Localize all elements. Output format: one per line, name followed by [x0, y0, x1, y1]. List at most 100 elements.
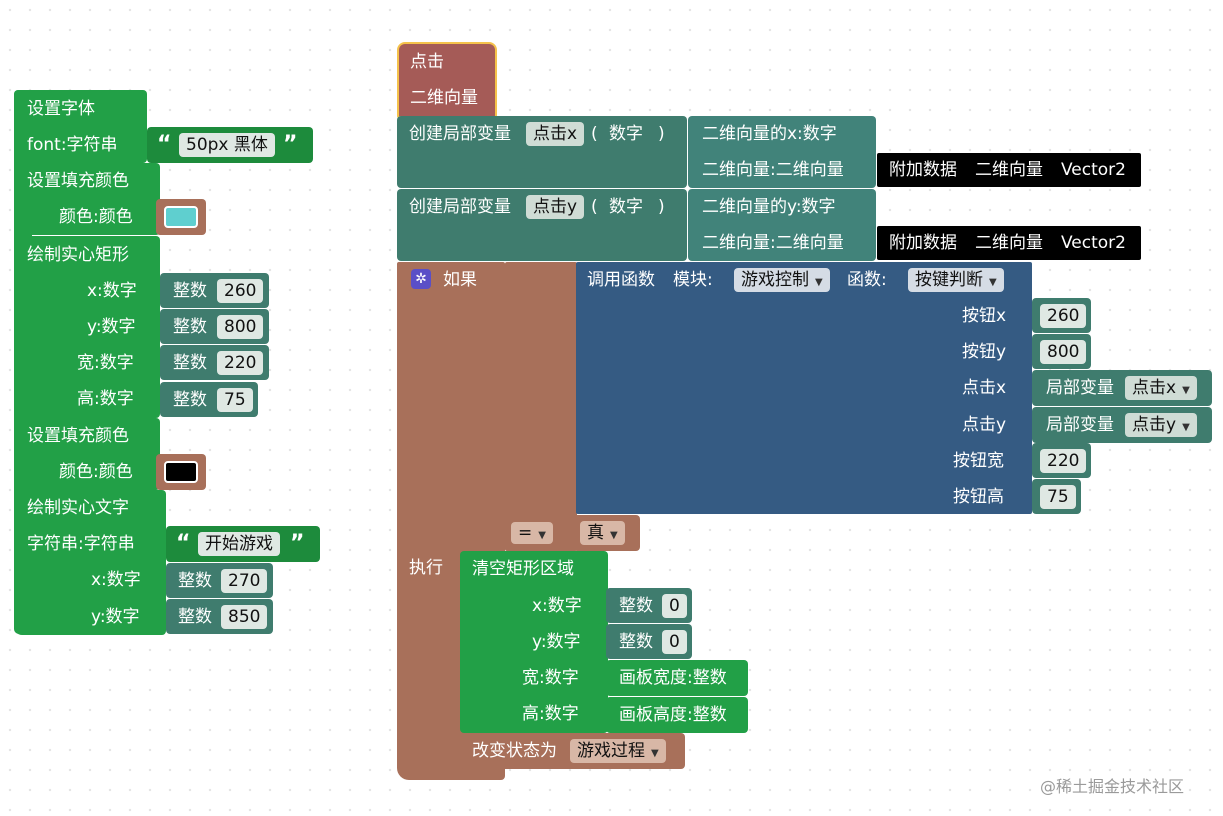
set-fill-color-block-2[interactable]: 设置填充颜色 颜色:颜色	[14, 418, 160, 490]
rect-x-int-block[interactable]: 整数 260	[160, 273, 269, 308]
clear-h-label: 高:数字	[522, 704, 579, 724]
int-word: 整数	[173, 353, 207, 373]
function-dropdown[interactable]: 按键判断▼	[908, 268, 1004, 292]
vector-param-label-2: 二维向量:二维向量	[702, 233, 844, 253]
gear-icon[interactable]: ✲	[411, 269, 431, 289]
set-font-label: 设置字体	[27, 99, 95, 119]
button-width-value[interactable]: 220	[1040, 449, 1087, 473]
close-paren: )	[658, 124, 665, 144]
module-label: 模块:	[673, 270, 713, 290]
clear-rect-label: 清空矩形区域	[472, 559, 574, 579]
click-y-var-dropdown[interactable]: 点击y▼	[1125, 413, 1197, 437]
local-var-label: 局部变量	[1046, 378, 1114, 398]
clear-x-value[interactable]: 0	[662, 594, 687, 618]
call-function-block[interactable]: 调用函数 模块: 游戏控制▼ 函数: 按键判断▼ 按钮x 按钮y 点击x 点击y…	[576, 262, 1032, 514]
vector-param-label-1: 二维向量:二维向量	[702, 160, 844, 180]
vector-x-getter-label: 二维向量的x:数字	[702, 124, 837, 144]
true-dropdown[interactable]: 真▼	[580, 521, 625, 545]
font-input-connector	[141, 138, 149, 152]
open-paren: (	[591, 124, 598, 144]
create-var-label: 创建局部变量	[409, 197, 511, 217]
open-quote-icon: “	[176, 531, 191, 556]
button-width-value-block[interactable]: 220	[1032, 443, 1091, 478]
draw-rect-block[interactable]: 绘制实心矩形 x:数字 y:数字 宽:数字 高:数字	[14, 236, 160, 418]
operator-dropdown[interactable]: =▼	[511, 522, 553, 544]
draw-rect-label: 绘制实心矩形	[27, 245, 129, 265]
vector-y-getter-block[interactable]: 二维向量的y:数字 二维向量:二维向量	[688, 189, 876, 261]
rect-h-int-block[interactable]: 整数 75	[160, 382, 258, 417]
button-height-value-block[interactable]: 75	[1032, 479, 1081, 514]
open-quote-icon: “	[157, 132, 172, 157]
true-value-block[interactable]: 真▼	[573, 515, 640, 551]
rect-x-value[interactable]: 260	[217, 279, 264, 303]
clear-x-int-block[interactable]: 整数 0	[606, 588, 692, 623]
close-quote-icon: ”	[283, 132, 298, 157]
rect-w-int-block[interactable]: 整数 220	[160, 345, 269, 380]
create-local-var-block-1[interactable]: 创建局部变量 点击x ( 数字 )	[397, 116, 687, 188]
var-name-field-1[interactable]: 点击x	[526, 122, 585, 146]
state-dropdown[interactable]: 游戏过程▼	[570, 739, 666, 763]
button-y-value[interactable]: 800	[1040, 340, 1087, 364]
click-x-label: 点击x	[962, 378, 1007, 398]
text-value-field[interactable]: 开始游戏	[198, 532, 280, 556]
compare-block[interactable]: =▼	[505, 262, 577, 551]
button-width-label: 按钮宽	[953, 451, 1004, 471]
font-string-block[interactable]: “ 50px 黑体 ”	[147, 127, 313, 163]
rect-h-value[interactable]: 75	[217, 388, 253, 412]
set-font-block[interactable]: 设置字体 font:字符串	[14, 90, 147, 163]
draw-text-block[interactable]: 绘制实心文字 字符串:字符串 x:数字 y:数字	[14, 490, 166, 635]
click-x-var-dropdown[interactable]: 点击x▼	[1125, 376, 1197, 400]
clear-y-int-block[interactable]: 整数 0	[606, 624, 692, 659]
attach-data-label: 附加数据	[889, 160, 957, 180]
button-x-value[interactable]: 260	[1040, 304, 1087, 328]
attach-class-label: Vector2	[1061, 160, 1126, 180]
text-y-value[interactable]: 850	[221, 605, 268, 629]
var-name-field-2[interactable]: 点击y	[526, 195, 585, 219]
canvas-width-block[interactable]: 画板宽度:整数	[606, 660, 748, 696]
function-label: 函数:	[847, 270, 887, 290]
vector-x-getter-block[interactable]: 二维向量的x:数字 二维向量:二维向量	[688, 116, 876, 188]
close-quote-icon: ”	[290, 531, 305, 556]
rect-y-int-block[interactable]: 整数 800	[160, 309, 269, 344]
color-value-block-2[interactable]	[156, 454, 206, 490]
set-fill-color-block-1[interactable]: 设置填充颜色 颜色:颜色	[14, 163, 160, 235]
button-height-label: 按钮高	[953, 487, 1004, 507]
open-paren: (	[591, 197, 598, 217]
attach-data-label: 附加数据	[889, 233, 957, 253]
text-x-int-block[interactable]: 整数 270	[166, 563, 273, 598]
black-color-swatch[interactable]	[164, 461, 198, 483]
change-state-block[interactable]: 改变状态为 游戏过程▼	[460, 733, 685, 769]
button-y-value-block[interactable]: 800	[1032, 334, 1091, 369]
module-dropdown[interactable]: 游戏控制▼	[734, 268, 830, 292]
int-word: 整数	[178, 571, 212, 591]
do-label: 执行	[409, 558, 443, 578]
canvas-height-label: 画板高度:整数	[619, 705, 727, 725]
text-y-int-block[interactable]: 整数 850	[166, 599, 273, 634]
clear-rect-block[interactable]: 清空矩形区域 x:数字 y:数字 宽:数字 高:数字	[460, 551, 608, 733]
canvas-height-block[interactable]: 画板高度:整数	[606, 697, 748, 733]
click-y-var-block[interactable]: 局部变量 点击y▼	[1032, 407, 1212, 443]
color-value-block-1[interactable]	[156, 199, 206, 235]
attach-data-block-1[interactable]: 附加数据 二维向量 Vector2	[877, 153, 1141, 187]
change-state-label: 改变状态为	[472, 741, 557, 761]
set-fill-color-label-2: 设置填充颜色	[27, 426, 129, 446]
font-value-field[interactable]: 50px 黑体	[179, 133, 275, 157]
attach-data-block-2[interactable]: 附加数据 二维向量 Vector2	[877, 226, 1141, 260]
clear-y-value[interactable]: 0	[662, 630, 687, 654]
create-var-label: 创建局部变量	[409, 124, 511, 144]
text-string-block[interactable]: “ 开始游戏 ”	[166, 526, 320, 562]
cyan-color-swatch[interactable]	[164, 206, 198, 228]
text-x-value[interactable]: 270	[221, 569, 268, 593]
button-height-value[interactable]: 75	[1040, 485, 1076, 509]
local-var-label: 局部变量	[1046, 415, 1114, 435]
click-event-hat-block[interactable]: 点击 二维向量	[397, 42, 497, 118]
create-local-var-block-2[interactable]: 创建局部变量 点击y ( 数字 )	[397, 189, 687, 261]
rect-y-value[interactable]: 800	[217, 315, 264, 339]
rect-w-value[interactable]: 220	[217, 351, 264, 375]
close-paren: )	[658, 197, 665, 217]
event-param-vector: 二维向量	[410, 88, 478, 108]
int-word: 整数	[619, 596, 653, 616]
int-word: 整数	[173, 317, 207, 337]
click-x-var-block[interactable]: 局部变量 点击x▼	[1032, 370, 1212, 406]
button-x-value-block[interactable]: 260	[1032, 298, 1091, 333]
